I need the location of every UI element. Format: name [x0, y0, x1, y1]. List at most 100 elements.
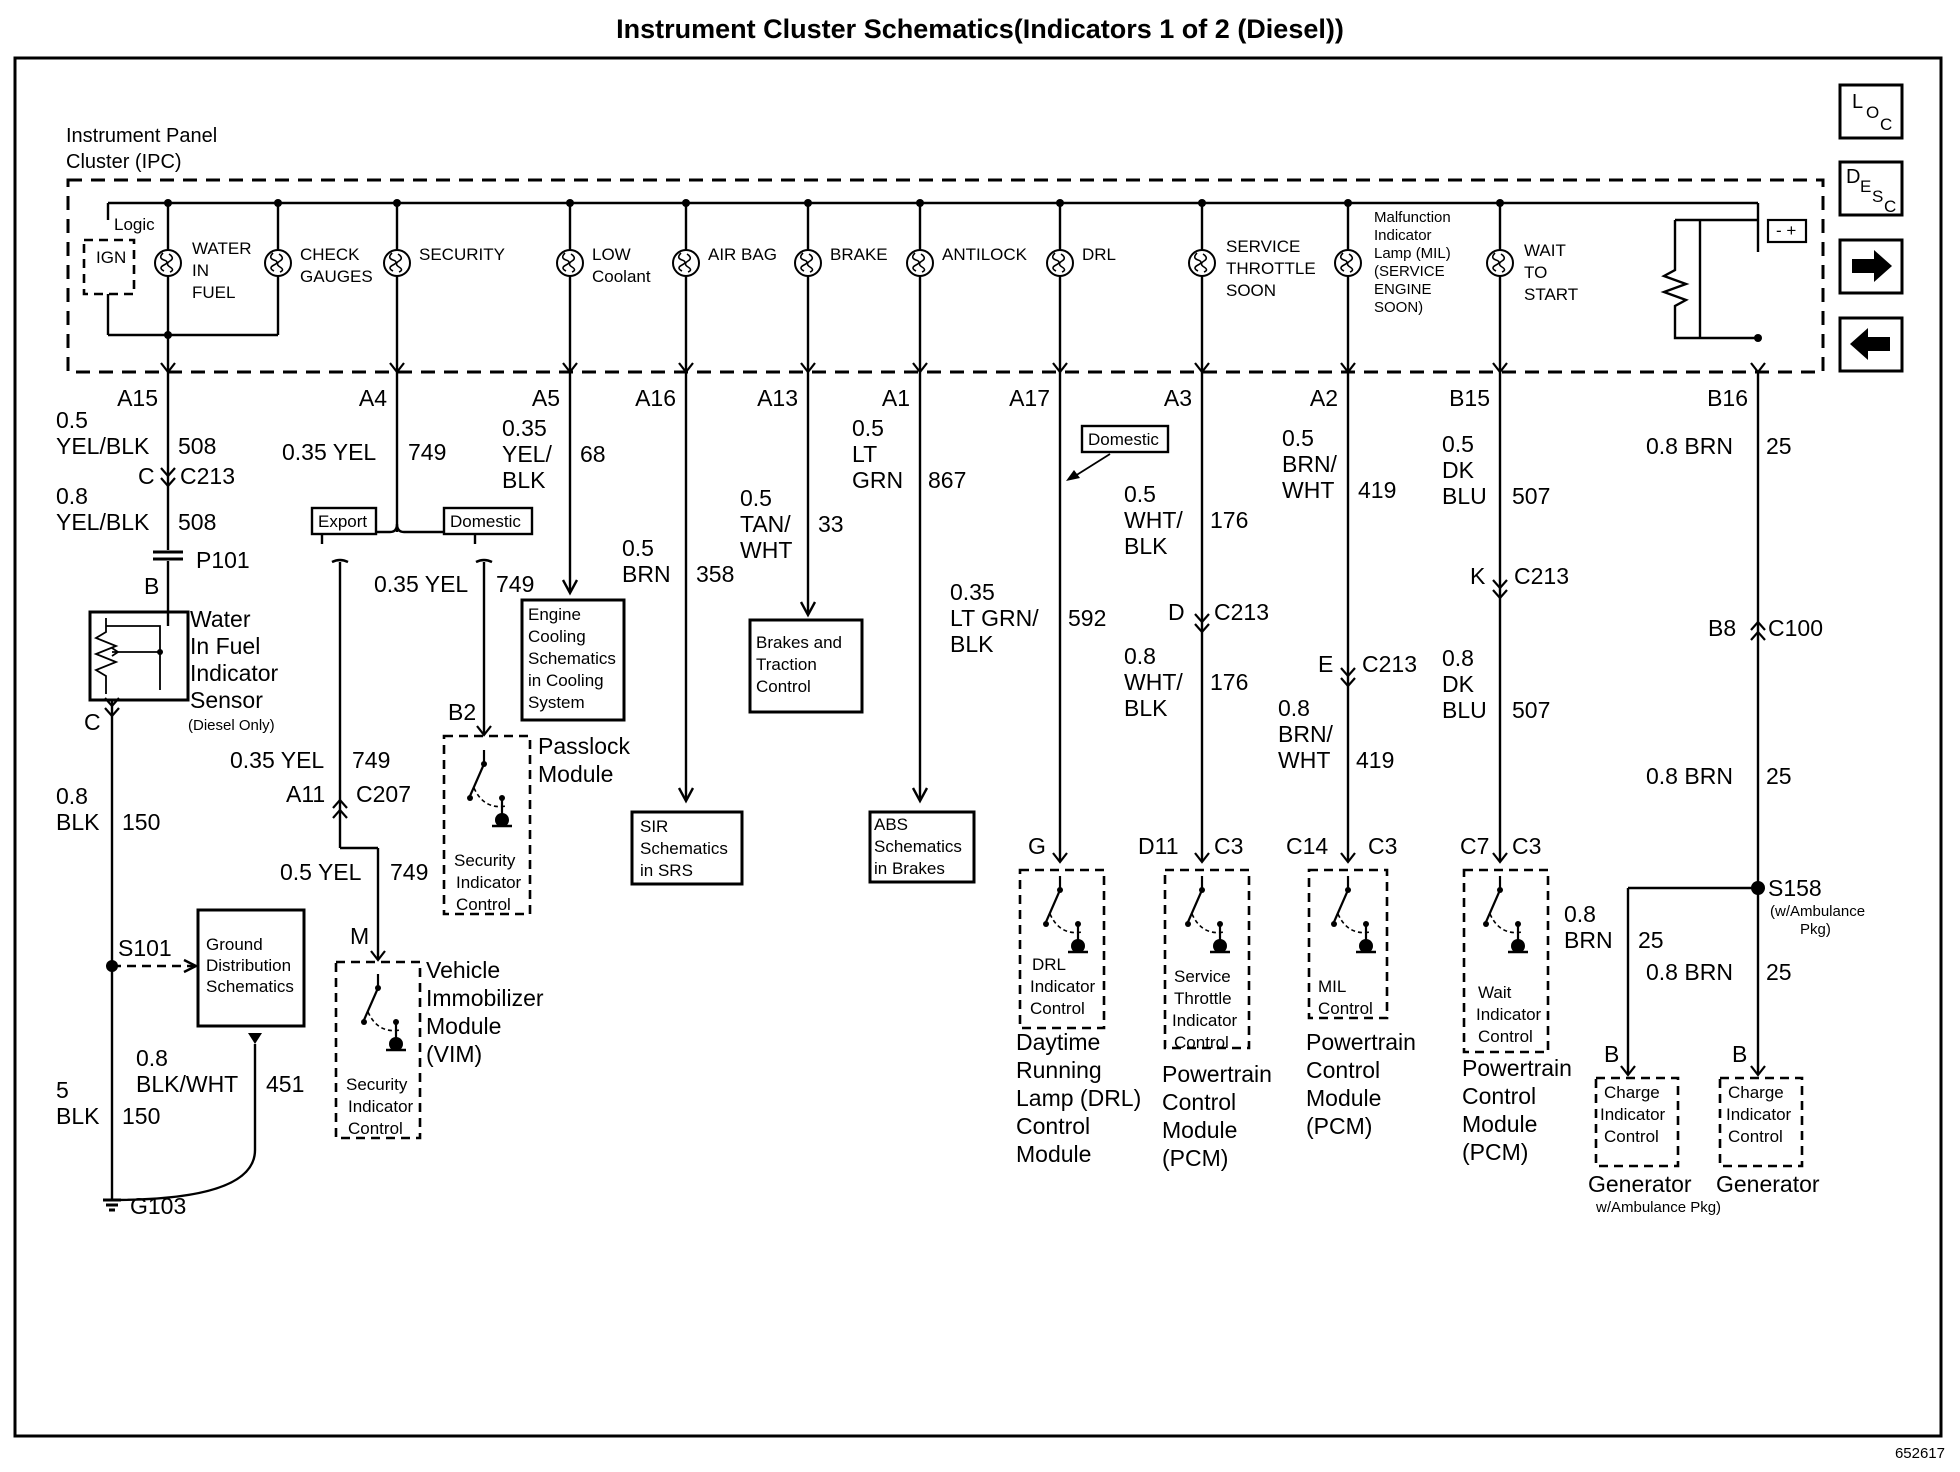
passlock-1: Passlock	[538, 733, 631, 759]
variable-resistor-icon	[93, 618, 161, 694]
desc-d: D	[1846, 166, 1860, 188]
indicator-9-label-3: (SERVICE	[1374, 263, 1445, 280]
w749d-circuit: 749	[390, 859, 428, 885]
wif-sensor-4: Sensor	[190, 687, 263, 713]
ipc-title-line2: Cluster (IPC)	[66, 151, 182, 173]
desc-button[interactable]: D E S C	[1838, 160, 1904, 217]
d11-conn: C3	[1214, 833, 1243, 859]
s158-note2: Pkg)	[1800, 921, 1831, 938]
doc-number: 652617	[1895, 1445, 1945, 1462]
domestic-tag: Domestic	[450, 512, 521, 531]
pcm2-1: Powertrain	[1306, 1029, 1416, 1055]
svg-text:- +: - +	[1776, 221, 1796, 240]
vim-ctrl-3: Control	[348, 1119, 403, 1138]
ind-check-2: GAUGES	[300, 267, 373, 286]
c213e-pin: E	[1318, 651, 1333, 677]
indicator-water-in-fuel: WATER IN FUEL	[154, 199, 252, 372]
wif-sensor-1: Water	[190, 606, 251, 632]
ground-distribution-box[interactable]	[196, 908, 306, 1028]
pcm2-3: Module	[1306, 1085, 1381, 1111]
w749c-circuit: 749	[352, 747, 390, 773]
engine-cooling-box[interactable]	[520, 598, 626, 722]
pin-label-1: A4	[359, 385, 387, 411]
loc-l: L	[1852, 91, 1863, 113]
w867-circuit: 867	[928, 467, 966, 493]
sir-3: in SRS	[640, 861, 693, 880]
battery-icon: - +	[1766, 218, 1808, 244]
indicator-3-label-1: Coolant	[592, 267, 651, 286]
eng-cool-1: Engine	[528, 605, 581, 624]
wait-ctrl-3: Control	[1478, 1027, 1533, 1046]
ind-check-1: CHECK	[300, 245, 360, 264]
w749c-color: 0.35 YEL	[230, 747, 324, 773]
indicator-4-label-0: AIR BAG	[708, 245, 777, 264]
w592-color1: LT GRN/	[950, 605, 1039, 631]
w508b-circuit: 508	[178, 509, 216, 535]
drl-ctrl-1: DRL	[1032, 955, 1066, 974]
brakes-3: Control	[756, 677, 811, 696]
sensor-pin-c: C	[84, 709, 101, 735]
brakes-1: Brakes and	[756, 633, 842, 652]
passlock-ctrl-1: Security	[454, 851, 516, 870]
charge1-1: Charge	[1604, 1083, 1660, 1102]
w507b-gauge: 0.8	[1442, 645, 1474, 671]
c213k-conn: C213	[1514, 563, 1569, 589]
sts-ctrl-1: Service	[1174, 967, 1231, 986]
pcm1-2: Control	[1162, 1089, 1236, 1115]
w33-color2: WHT	[740, 537, 792, 563]
w507a-color1: DK	[1442, 457, 1475, 483]
w25a-color: 0.8 BRN	[1646, 433, 1733, 459]
pin-label-2: A5	[532, 385, 560, 411]
mil-ctrl-2: Control	[1318, 999, 1373, 1018]
indicator-8-label-1: THROTTLE	[1226, 259, 1316, 278]
w176a-circuit: 176	[1210, 507, 1248, 533]
abs-box[interactable]	[868, 810, 976, 884]
indicator-2: SECURITY	[383, 199, 505, 374]
ind-water-3: FUEL	[192, 283, 235, 302]
next-page-button[interactable]	[1838, 238, 1904, 295]
indicator-9-label-4: ENGINE	[1374, 281, 1432, 298]
arrow-left-icon	[1850, 328, 1890, 360]
wiring	[88, 372, 1804, 1212]
c7-pin: C7	[1460, 833, 1489, 859]
passlock-ctrl-3: Control	[456, 895, 511, 914]
gen2-pin: B	[1732, 1041, 1747, 1067]
ind-water-2: IN	[192, 261, 209, 280]
w150b-gauge: 5	[56, 1077, 69, 1103]
w419b-gauge: 0.8	[1278, 695, 1310, 721]
drl-ctrl-2: Indicator	[1030, 977, 1096, 996]
indicator-4: AIR BAG	[672, 199, 777, 374]
prev-page-button[interactable]	[1838, 316, 1904, 373]
pcm3-2: Control	[1462, 1083, 1536, 1109]
c213d-conn: C213	[1214, 599, 1269, 625]
c14-conn: C3	[1368, 833, 1397, 859]
w508a-color: YEL/BLK	[56, 433, 150, 459]
w508b-gauge: 0.8	[56, 483, 88, 509]
pcm2-4: (PCM)	[1306, 1113, 1372, 1139]
indicator-6-label-0: ANTILOCK	[942, 245, 1028, 264]
c213k-pin: K	[1470, 563, 1486, 589]
pcm1-1: Powertrain	[1162, 1061, 1272, 1087]
charge1-3: Control	[1604, 1127, 1659, 1146]
indicator-9-label-5: SOON)	[1374, 299, 1423, 316]
sir-box[interactable]	[630, 810, 744, 886]
c213d-pin: D	[1168, 599, 1185, 625]
c207-conn: C207	[356, 781, 411, 807]
w33-circuit: 33	[818, 511, 844, 537]
w358-color: BRN	[622, 561, 671, 587]
w507a-gauge: 0.5	[1442, 431, 1474, 457]
vim-1: Vehicle	[426, 957, 500, 983]
wif-sensor-2: In Fuel	[190, 633, 260, 659]
loc-button[interactable]: L O C	[1838, 83, 1904, 140]
gnd-dist-2: Distribution	[206, 956, 291, 975]
pcm1-4: (PCM)	[1162, 1145, 1228, 1171]
w68-color1: YEL/	[502, 441, 552, 467]
w507b-color1: DK	[1442, 671, 1475, 697]
indicator-10-label-0: WAIT	[1524, 241, 1566, 260]
page-title: Instrument Cluster Schematics(Indicators…	[616, 14, 1344, 44]
d11-pin: D11	[1138, 833, 1179, 859]
brakes-traction-box[interactable]	[748, 618, 864, 714]
vim-ctrl-1: Security	[346, 1075, 408, 1094]
eng-cool-4: in Cooling	[528, 671, 604, 690]
